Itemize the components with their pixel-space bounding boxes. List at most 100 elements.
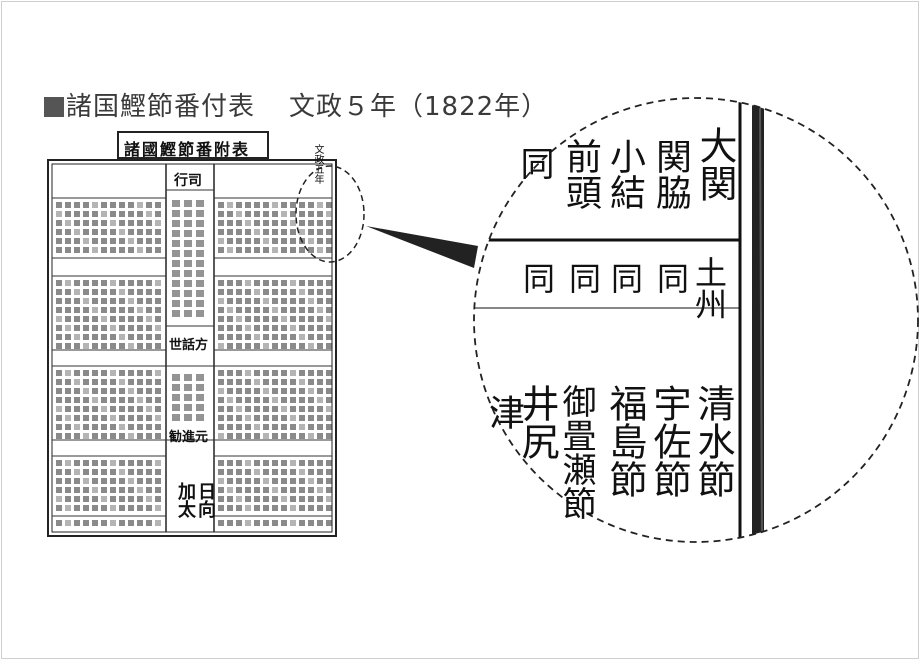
print-mark [245,520,251,526]
print-mark [119,388,125,394]
print-mark [254,379,260,385]
print-mark [317,496,323,502]
print-mark [218,298,224,304]
print-mark [184,374,192,381]
print-mark [65,316,71,322]
print-mark [281,520,287,526]
print-mark [101,325,107,331]
print-mark [119,238,125,244]
print-mark [317,247,323,253]
print-mark [326,406,332,412]
print-mark [155,520,161,526]
print-mark [272,433,278,439]
zoom-rank-1: 大関 [693,126,737,202]
print-mark [308,487,314,493]
print-mark [184,200,192,207]
callout-pointer [366,226,478,268]
print-mark [290,469,296,475]
print-mark [119,289,125,295]
print-mark [83,520,89,526]
print-mark [128,298,134,304]
print-mark [218,247,224,253]
print-mark [92,406,98,412]
print-mark [254,343,260,349]
print-mark [155,325,161,331]
banzuke-chart: 諸國鰹節番附表 文政五年 行司 世話方 勧進元 加太 日向 [40,130,340,540]
print-mark [317,298,323,304]
print-mark [128,280,134,286]
print-mark [290,289,296,295]
print-mark [218,370,224,376]
print-mark [263,520,269,526]
print-mark [245,460,251,466]
print-mark [317,487,323,493]
print-mark [263,211,269,217]
centre-top-label: 行司 [174,173,202,189]
print-mark [281,280,287,286]
print-mark [326,247,332,253]
print-mark [92,397,98,403]
print-mark [110,247,116,253]
print-mark [308,415,314,421]
print-mark [128,406,134,412]
print-mark [236,220,242,226]
print-mark [290,229,296,235]
print-mark [263,343,269,349]
print-mark [245,316,251,322]
print-mark [245,343,251,349]
print-mark [281,211,287,217]
print-mark [263,379,269,385]
print-mark [236,307,242,313]
zoom-row3-2: 宇佐節 [647,384,691,498]
print-mark [74,343,80,349]
print-mark [281,343,287,349]
print-mark [74,433,80,439]
print-mark [65,202,71,208]
print-mark [299,298,305,304]
caption-era: 文政５年（1822年） [289,92,549,122]
print-mark [290,343,296,349]
print-mark [119,280,125,286]
print-mark [83,397,89,403]
print-mark [317,202,323,208]
print-mark [172,230,180,237]
print-mark [227,211,233,217]
print-mark [56,280,62,286]
print-mark [146,370,152,376]
print-mark [299,496,305,502]
print-mark [326,388,332,394]
print-mark [119,202,125,208]
print-mark [110,397,116,403]
print-mark [227,325,233,331]
print-mark [184,300,192,307]
print-mark [83,424,89,430]
print-mark [317,505,323,511]
print-mark [184,280,192,287]
print-mark [281,460,287,466]
banzuke-chart-drawing [47,131,337,537]
print-mark [245,397,251,403]
print-mark [299,229,305,235]
print-mark [155,469,161,475]
print-mark [155,505,161,511]
print-mark [155,397,161,403]
print-mark [172,290,180,297]
print-mark [101,496,107,502]
print-mark [74,229,80,235]
print-mark [263,469,269,475]
print-mark [317,325,323,331]
print-mark [110,343,116,349]
print-mark [326,478,332,484]
print-mark [110,370,116,376]
print-mark [227,469,233,475]
print-mark [281,424,287,430]
print-mark [272,496,278,502]
print-mark [263,433,269,439]
print-mark [137,379,143,385]
print-mark [227,202,233,208]
print-mark [110,229,116,235]
print-mark [146,478,152,484]
print-mark [227,433,233,439]
print-mark [119,343,125,349]
print-mark [236,415,242,421]
